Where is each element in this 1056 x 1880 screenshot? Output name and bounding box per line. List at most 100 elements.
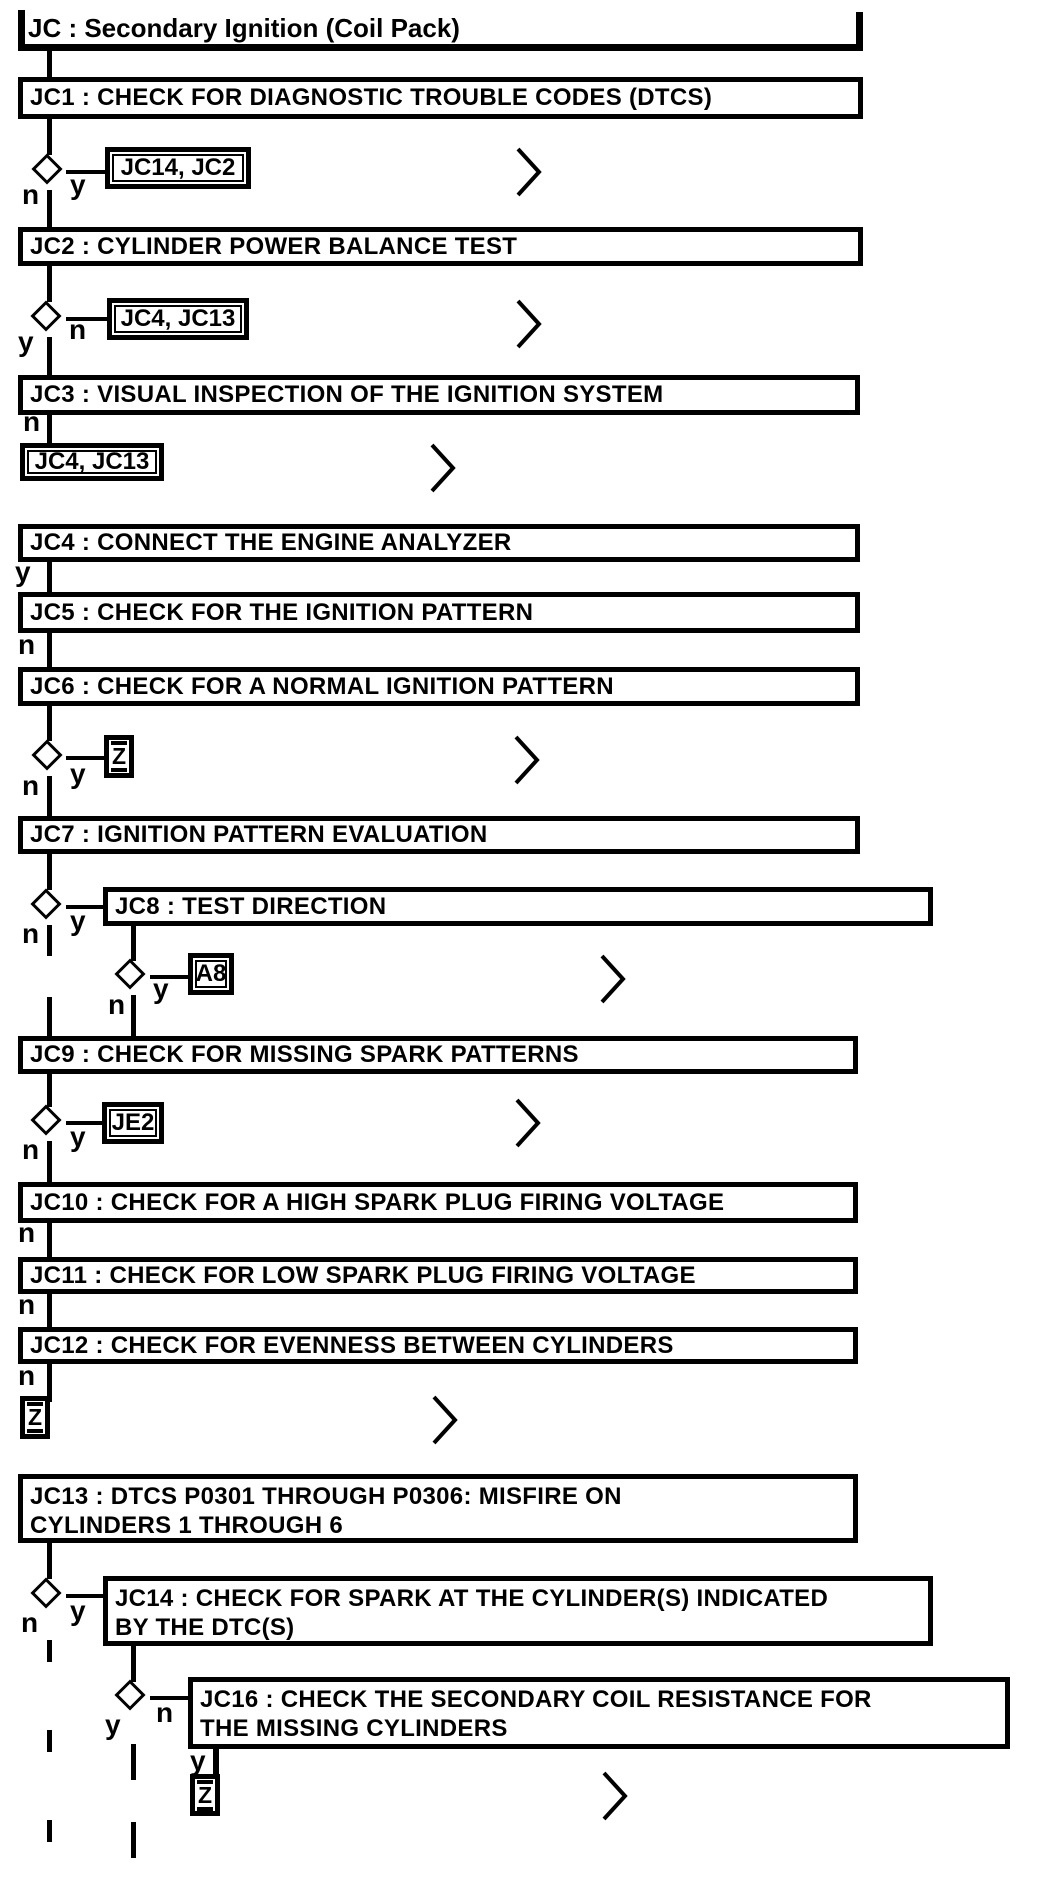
process-box-jc2: JC2 : CYLINDER POWER BALANCE TEST <box>18 227 863 266</box>
flow-line <box>47 1074 52 1107</box>
process-box-jc14: JC14 : CHECK FOR SPARK AT THE CYLINDER(S… <box>103 1576 933 1646</box>
z-connector-box-3: Z <box>190 1774 220 1816</box>
flow-line <box>213 1749 219 1776</box>
reference-box-jc4-jc13-2-label: JC4, JC13 <box>27 448 157 475</box>
branch-label-no: n <box>18 1360 36 1391</box>
title-right-border <box>856 12 863 51</box>
branch-label-yes: y <box>105 1709 121 1740</box>
branch-label-yes: y <box>190 1745 206 1776</box>
decision-diamond-after-jc14 <box>114 1679 146 1711</box>
process-box-jc16-line1: JC16 : CHECK THE SECONDARY COIL RESISTAN… <box>200 1686 872 1713</box>
process-box-jc8-label: JC8 : TEST DIRECTION <box>115 892 387 920</box>
branch-label-no: n <box>22 1134 40 1165</box>
flow-line <box>47 337 52 376</box>
branch-label-yes: y <box>70 169 86 200</box>
flow-line <box>66 317 108 321</box>
process-box-jc1-label: JC1 : CHECK FOR DIAGNOSTIC TROUBLE CODES… <box>30 84 713 111</box>
branch-label-no: n <box>22 179 40 210</box>
branch-label-no: n <box>23 406 41 437</box>
flow-line <box>150 1696 189 1700</box>
title-left-border <box>18 10 25 51</box>
process-box-jc13-line2: CYLINDERS 1 THROUGH 6 <box>30 1512 344 1539</box>
dashed-flow-line <box>131 1744 136 1860</box>
flow-line <box>47 633 52 668</box>
process-box-jc16-line2: THE MISSING CYLINDERS <box>200 1715 508 1742</box>
continuation-arrow-icon <box>601 1770 629 1827</box>
process-box-jc9: JC9 : CHECK FOR MISSING SPARK PATTERNS <box>18 1036 858 1074</box>
flow-line <box>66 1594 104 1598</box>
process-box-jc16: JC16 : CHECK THE SECONDARY COIL RESISTAN… <box>188 1677 1010 1749</box>
process-box-jc13-line1: JC13 : DTCS P0301 THROUGH P0306: MISFIRE… <box>30 1483 622 1510</box>
process-box-jc8: JC8 : TEST DIRECTION <box>103 887 933 926</box>
flow-line <box>47 1223 52 1258</box>
z-connector-box-3-label: Z <box>196 1779 214 1811</box>
process-box-jc4: JC4 : CONNECT THE ENGINE ANALYZER <box>18 524 860 562</box>
process-box-jc14-line1: JC14 : CHECK FOR SPARK AT THE CYLINDER(S… <box>115 1585 829 1612</box>
reference-box-jc14-jc2: JC14, JC2 <box>105 147 251 189</box>
process-box-jc11: JC11 : CHECK FOR LOW SPARK PLUG FIRING V… <box>18 1257 858 1294</box>
process-box-jc10-label: JC10 : CHECK FOR A HIGH SPARK PLUG FIRIN… <box>30 1188 725 1216</box>
branch-label-no: n <box>156 1697 174 1728</box>
flow-line <box>47 706 52 741</box>
continuation-arrow-icon <box>599 953 627 1010</box>
process-box-jc11-label: JC11 : CHECK FOR LOW SPARK PLUG FIRING V… <box>30 1261 696 1289</box>
branch-label-no: n <box>22 918 40 949</box>
continuation-arrow-icon <box>429 442 457 499</box>
reference-box-a8: A8 <box>188 953 234 995</box>
title-bottom-border <box>18 44 863 51</box>
decision-diamond-after-jc7 <box>30 888 62 920</box>
decision-diamond-after-jc6 <box>31 739 63 771</box>
process-box-jc10: JC10 : CHECK FOR A HIGH SPARK PLUG FIRIN… <box>18 1182 858 1223</box>
branch-label-no: n <box>18 629 36 660</box>
z-connector-box-2: Z <box>20 1396 50 1439</box>
continuation-arrow-icon <box>431 1394 459 1451</box>
flow-line <box>47 190 52 228</box>
branch-label-yes: y <box>15 556 31 587</box>
branch-label-no: n <box>108 989 126 1020</box>
branch-label-no: n <box>69 314 87 345</box>
reference-box-jc4-jc13-1: JC4, JC13 <box>107 298 249 340</box>
decision-diamond-after-jc9 <box>30 1104 62 1136</box>
flow-line <box>47 1543 52 1579</box>
flow-line <box>131 926 136 961</box>
branch-label-yes: y <box>70 905 86 936</box>
process-box-jc12: JC12 : CHECK FOR EVENNESS BETWEEN CYLIND… <box>18 1327 858 1364</box>
flow-line <box>47 1364 52 1402</box>
flow-line <box>66 170 106 174</box>
branch-label-yes: y <box>18 326 34 357</box>
flow-line <box>66 756 105 760</box>
branch-label-no: n <box>18 1217 36 1248</box>
continuation-arrow-icon <box>515 298 543 355</box>
flow-line <box>150 975 189 979</box>
branch-label-yes: y <box>70 1121 86 1152</box>
reference-box-je2-label: JE2 <box>109 1109 157 1137</box>
branch-label-yes: y <box>70 1595 86 1626</box>
flow-line <box>47 854 52 890</box>
branch-label-yes: y <box>70 758 86 789</box>
process-box-jc4-label: JC4 : CONNECT THE ENGINE ANALYZER <box>30 529 512 556</box>
process-box-jc3: JC3 : VISUAL INSPECTION OF THE IGNITION … <box>18 375 860 415</box>
process-box-jc14-line2: BY THE DTC(S) <box>115 1614 295 1641</box>
continuation-arrow-icon <box>515 146 543 203</box>
process-box-jc7-label: JC7 : IGNITION PATTERN EVALUATION <box>30 821 488 848</box>
reference-box-jc4-jc13-1-label: JC4, JC13 <box>114 305 242 333</box>
process-box-jc2-label: JC2 : CYLINDER POWER BALANCE TEST <box>30 232 518 260</box>
process-box-jc9-label: JC9 : CHECK FOR MISSING SPARK PATTERNS <box>30 1041 579 1068</box>
reference-box-jc4-jc13-2: JC4, JC13 <box>20 443 164 481</box>
flow-line <box>47 997 52 1037</box>
process-box-jc3-label: JC3 : VISUAL INSPECTION OF THE IGNITION … <box>30 381 664 408</box>
flow-line <box>131 995 136 1037</box>
process-box-jc13: JC13 : DTCS P0301 THROUGH P0306: MISFIRE… <box>18 1474 858 1543</box>
reference-box-je2: JE2 <box>102 1102 164 1144</box>
flow-line <box>47 415 52 444</box>
flow-line <box>47 1294 52 1328</box>
flow-line <box>47 562 52 593</box>
decision-diamond-after-jc8 <box>114 958 146 990</box>
process-box-jc1: JC1 : CHECK FOR DIAGNOSTIC TROUBLE CODES… <box>18 77 863 119</box>
process-box-jc7: JC7 : IGNITION PATTERN EVALUATION <box>18 816 860 854</box>
process-box-jc6-label: JC6 : CHECK FOR A NORMAL IGNITION PATTER… <box>30 672 614 700</box>
flow-line <box>47 1141 52 1183</box>
process-box-jc6: JC6 : CHECK FOR A NORMAL IGNITION PATTER… <box>18 667 860 706</box>
z-connector-box-1-label: Z <box>110 741 128 772</box>
reference-box-jc14-jc2-label: JC14, JC2 <box>112 154 244 182</box>
